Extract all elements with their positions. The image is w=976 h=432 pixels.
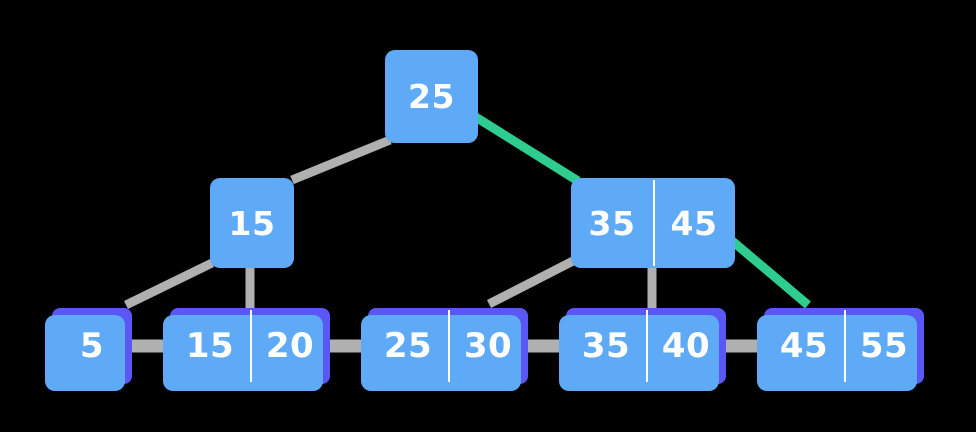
tree-edge — [290, 135, 392, 185]
node-key-cell[interactable]: 15 — [185, 326, 235, 366]
node-key-cell[interactable]: 35 — [581, 326, 631, 366]
node-key-cell[interactable]: 5 — [79, 326, 105, 366]
node-key-cell[interactable]: 25 — [383, 326, 433, 366]
node-key-cell[interactable]: 45 — [653, 178, 735, 268]
node-key-cell[interactable]: 55 — [844, 308, 924, 384]
leaf-node-l2530[interactable]: 25 30 — [361, 308, 528, 391]
leaf-node-l3540[interactable]: 35 40 — [559, 308, 726, 391]
leaf-node-l4555[interactable]: 45 55 — [757, 308, 924, 391]
node-key-cell[interactable]: 40 — [646, 308, 726, 384]
tree-edge-highlighted — [471, 112, 581, 185]
tree-edge — [124, 258, 214, 310]
leaf-node-l5[interactable]: 5 — [45, 308, 132, 391]
internal-node-root[interactable]: 25 — [385, 50, 478, 143]
tree-edge — [486, 256, 576, 309]
node-key-cell[interactable]: 35 — [588, 203, 636, 243]
node-key-cell[interactable]: 30 — [448, 308, 528, 384]
node-key-cell[interactable]: 20 — [250, 308, 330, 384]
internal-node-n3545[interactable]: 35 45 — [571, 178, 735, 268]
internal-node-n15[interactable]: 15 — [210, 178, 294, 268]
node-key-cell[interactable]: 45 — [779, 326, 829, 366]
tree-edge-highlighted — [728, 236, 811, 309]
node-key-cell[interactable]: 25 — [408, 77, 455, 116]
node-key-cell[interactable]: 15 — [228, 203, 276, 243]
